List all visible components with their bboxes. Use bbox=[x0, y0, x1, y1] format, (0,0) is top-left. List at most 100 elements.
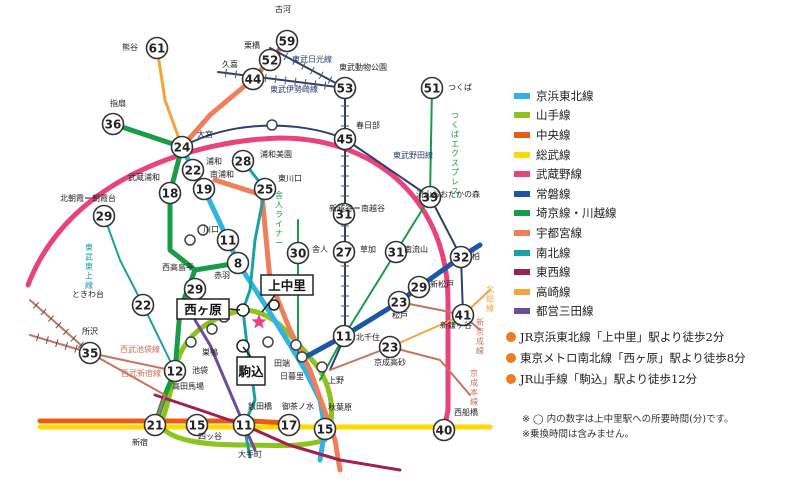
track-tick bbox=[314, 80, 317, 89]
station-minutes: 61 bbox=[149, 42, 166, 56]
station-name: 京成高砂 bbox=[374, 357, 406, 367]
station-name: 飯田橋 bbox=[248, 401, 272, 411]
station-circle bbox=[420, 76, 444, 100]
station-name: 栗橋 bbox=[244, 40, 260, 50]
station-circle bbox=[313, 417, 337, 441]
line-label: プ bbox=[451, 168, 459, 177]
legend-item: 武蔵野線 bbox=[514, 164, 774, 184]
legend-swatch bbox=[514, 190, 530, 197]
station-minutes: 40 bbox=[436, 424, 453, 438]
station-circle bbox=[232, 413, 256, 437]
station-minutes: 30 bbox=[290, 247, 307, 261]
station-circle bbox=[143, 413, 167, 437]
legend-label: 埼京線・川越線 bbox=[536, 206, 617, 221]
station-name: 新鎌ヶ谷 bbox=[440, 320, 472, 330]
tobu-nikko-line bbox=[269, 47, 346, 89]
legend-item: 総武線 bbox=[514, 145, 774, 165]
access-note: JR山手線「駒込」駅より徒歩12分 bbox=[506, 368, 782, 389]
line-label: 東武日光線 bbox=[292, 54, 332, 64]
station-name: 指扇 bbox=[110, 98, 126, 108]
station-circle bbox=[286, 241, 310, 265]
station-minutes: 19 bbox=[196, 183, 213, 197]
callout-label: 西ヶ原 bbox=[184, 302, 222, 317]
line-label: 舎 bbox=[275, 191, 283, 200]
track-tick bbox=[77, 341, 84, 349]
station-name: 南流山 bbox=[404, 244, 428, 254]
legend-swatch bbox=[514, 229, 530, 236]
track-tick bbox=[70, 335, 77, 342]
track-tick bbox=[294, 77, 297, 86]
station-name: 大手町 bbox=[238, 449, 262, 459]
footnote: ※ ◯ 内の数字は上中里駅への所要時間(分)です。 bbox=[522, 414, 734, 425]
track-tick bbox=[264, 73, 267, 83]
line-label: 新 bbox=[476, 317, 484, 327]
line-label: 京 bbox=[476, 327, 484, 337]
station-circle bbox=[332, 324, 356, 348]
station-circle bbox=[92, 204, 116, 228]
legend-item: 埼京線・川越線 bbox=[514, 204, 774, 224]
star-icon bbox=[251, 314, 267, 329]
legend-item: 京浜東北線 bbox=[514, 86, 774, 106]
station-name: 東武動物公園 bbox=[339, 62, 387, 72]
station-minutes: 8 bbox=[234, 257, 242, 271]
legend-swatch bbox=[514, 151, 530, 158]
track-tick bbox=[292, 57, 298, 65]
station-minutes: 11 bbox=[336, 330, 353, 344]
orange-dot-icon bbox=[506, 352, 516, 363]
station-circle bbox=[277, 413, 301, 437]
station-name: 北千住 bbox=[356, 332, 380, 342]
track-tick bbox=[74, 344, 78, 353]
station-minutes: 27 bbox=[336, 246, 353, 260]
station-circle bbox=[418, 185, 442, 209]
callout-pointer bbox=[261, 294, 276, 313]
track-tick bbox=[234, 70, 237, 79]
station-name: 田端 bbox=[274, 358, 290, 368]
tobu-tojo-line bbox=[103, 215, 176, 372]
station-circle bbox=[449, 245, 473, 269]
line-label: 西武新宿線 bbox=[121, 368, 161, 378]
station-minutes: 15 bbox=[317, 423, 334, 437]
legend-swatch bbox=[514, 131, 530, 138]
station-name: 草加 bbox=[360, 244, 376, 254]
station-circle bbox=[253, 177, 277, 201]
station-minutes: 17 bbox=[281, 419, 298, 433]
station-name: 浦和 bbox=[206, 156, 222, 166]
station-name: 御茶ノ水 bbox=[282, 401, 314, 411]
station-circle bbox=[275, 29, 299, 53]
legend-label: 宇都宮線 bbox=[536, 225, 582, 240]
orange-dot-icon bbox=[506, 331, 516, 342]
station-minutes: 36 bbox=[105, 118, 122, 132]
transfer-dot bbox=[316, 361, 328, 373]
line-label: レ bbox=[451, 178, 459, 187]
station-minutes: 18 bbox=[162, 187, 179, 201]
transfer-dot bbox=[185, 336, 197, 348]
station-minutes: 44 bbox=[245, 73, 262, 87]
legend-item: 宇都宮線 bbox=[514, 223, 774, 243]
transfer-dot bbox=[206, 323, 218, 335]
station-name: 南浦和 bbox=[210, 169, 234, 179]
station-circle bbox=[241, 67, 265, 91]
transfer-dot bbox=[290, 339, 302, 351]
station-circle bbox=[181, 158, 205, 182]
station-name: 日暮里 bbox=[280, 371, 304, 381]
keisei-line bbox=[329, 346, 471, 396]
station-minutes: 35 bbox=[82, 347, 99, 361]
station-circle bbox=[192, 177, 216, 201]
track-tick bbox=[318, 71, 324, 80]
station-minutes: 51 bbox=[424, 82, 441, 96]
line-label: 北 bbox=[486, 285, 494, 294]
station-circle bbox=[185, 413, 209, 437]
legend-label: 都営三田線 bbox=[536, 304, 594, 319]
station-name: 赤羽 bbox=[214, 271, 230, 280]
station-minutes: 23 bbox=[382, 341, 399, 355]
station-circle bbox=[231, 149, 255, 173]
tobu-isesaki-west bbox=[217, 71, 346, 89]
track-tick bbox=[62, 328, 69, 336]
legend-label: 常磐線 bbox=[536, 186, 571, 201]
line-label: ス bbox=[451, 187, 459, 196]
transfer-dot bbox=[184, 234, 196, 246]
kaminakazato-dot bbox=[268, 299, 280, 311]
station-circle bbox=[387, 290, 411, 314]
line-label: 成 bbox=[476, 336, 484, 346]
